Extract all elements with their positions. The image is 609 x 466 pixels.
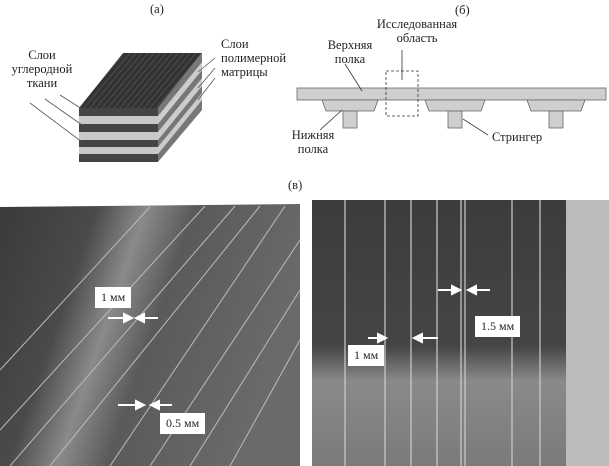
photo-right <box>312 200 609 466</box>
stringer-panel <box>296 50 607 136</box>
stringer-label: Стрингер <box>492 130 543 144</box>
label-line: ткани <box>26 76 58 90</box>
label-line: Исследованная <box>376 17 458 31</box>
lower-flange-label: Нижняя полка <box>283 128 343 156</box>
studied-area-label: Исследованная область <box>372 17 462 45</box>
gap-label-left-1: 1 мм <box>95 287 132 308</box>
panel-a-label: (а) <box>150 2 164 16</box>
gap-label-left-2: 0.5 мм <box>160 413 206 434</box>
photo-left <box>0 204 301 466</box>
gap-label-right-1: 1.5 мм <box>475 316 521 337</box>
label-line: матрицы <box>221 65 268 79</box>
label-line: полка <box>297 142 329 156</box>
carbon-layers-label: Слои углеродной ткани <box>8 48 76 90</box>
label-line: углеродной <box>11 62 73 76</box>
label-line: Нижняя <box>291 128 335 142</box>
label-line: Слои <box>221 37 249 51</box>
upper-flange-label: Верхняя полка <box>320 38 380 66</box>
label-line: область <box>396 31 438 45</box>
matrix-layers-label: Слои полимерной матрицы <box>221 37 286 79</box>
laminate-block <box>29 53 216 162</box>
label-line: Слои <box>28 48 56 62</box>
panel-b-label: (б) <box>455 3 470 17</box>
gap-label-right-2: 1 мм <box>348 345 385 366</box>
label-line: полимерной <box>221 51 287 65</box>
panel-c-label: (в) <box>288 178 303 192</box>
measurement-arrows <box>108 284 490 411</box>
label-line: полка <box>334 52 366 66</box>
label-line: Верхняя <box>327 38 373 52</box>
